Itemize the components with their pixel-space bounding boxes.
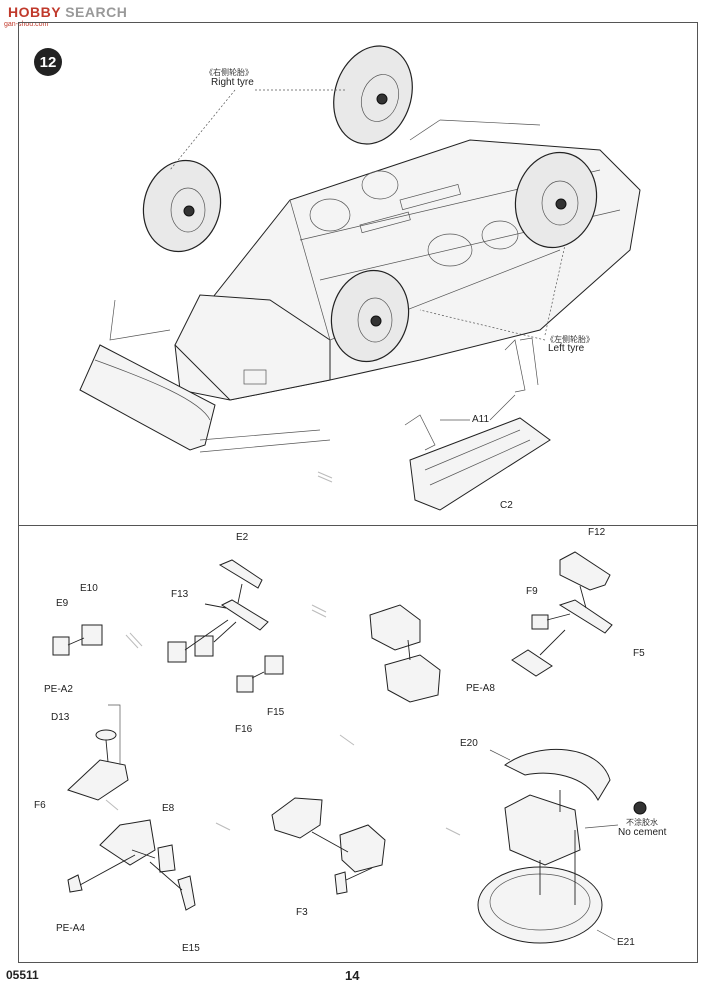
part-label-e10: E10: [80, 583, 98, 594]
part-label-f5: F5: [633, 648, 645, 659]
left-tyre-label-cn: 《左侧轮胎》: [546, 335, 594, 344]
no-cement-label: No cement: [618, 827, 667, 838]
watermark-url: gan-shou.com: [4, 21, 49, 28]
sub-assembly-e9-e10: [52, 624, 103, 656]
right-tyre-label-cn: 《右侧轮胎》: [205, 68, 253, 77]
sub-assembly-turret: [477, 748, 647, 944]
tyre-right-front: [333, 45, 413, 145]
part-label-pe-a8: PE-A8: [466, 683, 495, 694]
right-tyre-label: Right tyre: [211, 77, 254, 88]
sub-assembly-f3: [271, 797, 386, 895]
sub-assembly-gun-block: [369, 604, 441, 703]
sub-assembly-f6: [67, 704, 129, 801]
watermark-brand: HOBBY: [8, 4, 61, 20]
sub-assembly-e2-f13: [167, 559, 284, 693]
step-arrow-marks: [105, 471, 461, 836]
tyre-left-front: [514, 151, 598, 249]
part-label-f15: F15: [267, 707, 285, 718]
tyre-left-rear: [330, 269, 410, 363]
part-label-e21: E21: [617, 937, 635, 948]
rear-panel-left: [79, 299, 331, 453]
rear-panel-c2: [404, 337, 551, 511]
part-label-pe-a2: PE-A2: [44, 684, 73, 695]
tyre-right-rear: [142, 159, 222, 253]
sub-assembly-e8: [67, 819, 196, 911]
part-label-a11: A11: [472, 414, 490, 425]
part-label-e15: E15: [182, 943, 200, 954]
part-label-e9: E9: [56, 598, 69, 609]
sub-assembly-f12-f5: [511, 551, 613, 677]
part-label-f13: F13: [171, 589, 189, 600]
watermark-text: SEARCH: [65, 4, 128, 20]
product-code: 05511: [6, 968, 39, 982]
site-watermark: HOBBY SEARCH: [8, 4, 127, 20]
part-label-e20: E20: [460, 738, 478, 749]
part-label-e2: E2: [236, 532, 249, 543]
part-label-c2: C2: [500, 500, 513, 511]
step-number-badge: 12: [34, 48, 62, 76]
left-tyre-label: Left tyre: [548, 343, 585, 354]
no-cement-label-cn: 不涂胶水: [626, 818, 658, 827]
part-label-d13: D13: [51, 712, 70, 723]
part-label-f12: F12: [588, 527, 606, 538]
part-label-f16: F16: [235, 724, 253, 735]
part-label-pe-a4: PE-A4: [56, 923, 85, 934]
part-label-e8: E8: [162, 803, 175, 814]
part-label-f6: F6: [34, 800, 46, 811]
part-label-f9: F9: [526, 586, 538, 597]
part-label-f3: F3: [296, 907, 308, 918]
lower-panel: [18, 525, 698, 963]
page-number: 14: [345, 968, 360, 983]
